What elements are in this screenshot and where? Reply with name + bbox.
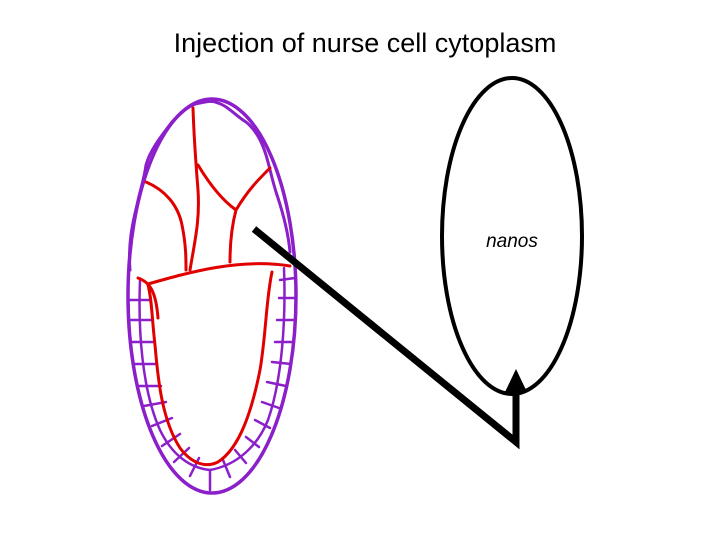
follicle-cell-divider [233, 448, 248, 465]
slide-title: Injection of nurse cell cytoplasm [173, 28, 557, 58]
nanos-label: nanos [486, 231, 538, 252]
follicle-cells [128, 276, 298, 492]
oocyte-outline [146, 270, 274, 467]
follicle-cell-divider [221, 458, 232, 479]
follicle-cell-divider [260, 400, 281, 410]
egg-chamber-outline [126, 97, 298, 495]
nanos-source-outline [440, 76, 584, 396]
nurse-cell-membrane [188, 106, 200, 272]
nurse-cell-membranes [144, 106, 272, 272]
follicle-cell-divider [278, 276, 297, 282]
nurse-cell-membrane [196, 163, 238, 264]
follicle-inner-edge-right [208, 266, 286, 472]
follicle-cell-divider [253, 418, 272, 430]
follicle-cell-divider [270, 360, 293, 366]
follicle-cell-divider [150, 416, 174, 428]
nurse-cell-border [128, 99, 292, 272]
oocyte-nurse-boundary [136, 262, 292, 320]
nurse-cell-membrane [144, 180, 188, 272]
arrowhead-icon [505, 369, 527, 392]
injection-arrow [251, 226, 527, 450]
injection-path [251, 226, 520, 450]
follicle-cell-divider [265, 380, 288, 388]
follicle-cell-divider [172, 446, 191, 464]
nurse-cell-membrane [234, 166, 272, 212]
follicle-cell-divider [188, 456, 201, 478]
egg-chamber [126, 97, 298, 495]
follicle-cell-divider [244, 435, 261, 449]
nanos-source: nanos [440, 76, 584, 396]
follicle-cell-divider [160, 432, 182, 448]
